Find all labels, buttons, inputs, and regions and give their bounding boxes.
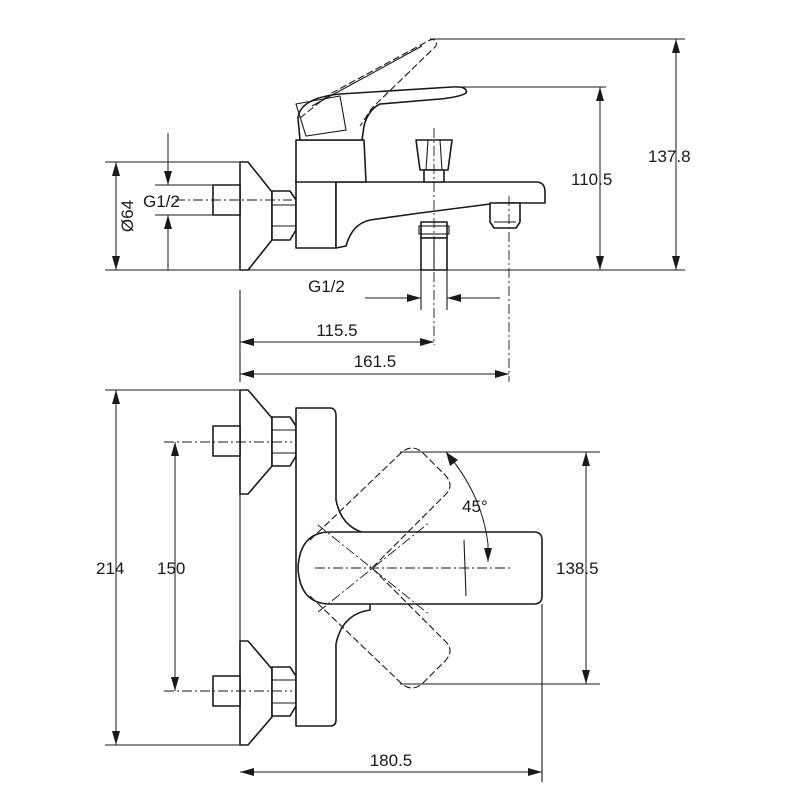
dim-spout-length-label: 161.5 xyxy=(354,352,397,371)
cartridge-cap xyxy=(295,139,367,183)
angle-label: 45° xyxy=(462,497,488,516)
hex-nut xyxy=(271,190,297,241)
wall-rosette xyxy=(239,161,273,271)
side-view: Ø64 G1/2 110.5 137.8 G1/2 115.5 xyxy=(105,38,691,382)
dim-depth-label: 180.5 xyxy=(370,751,413,770)
handle-rotated-ghost-down xyxy=(309,565,451,689)
lever-handle xyxy=(297,86,468,141)
thread-inlet-label: G1/2 xyxy=(143,192,180,211)
lever-raised-ghost xyxy=(299,39,437,127)
dim-outlet-distance-label: 115.5 xyxy=(316,321,357,340)
dim-body-height-label: 110.5 xyxy=(571,170,612,189)
top-view: 45° 214 150 138.5 180.5 xyxy=(96,389,600,782)
thread-outlet-label: G1/2 xyxy=(308,277,345,296)
upper-inlet xyxy=(212,425,241,457)
handle-rotated-ghost-up xyxy=(309,447,451,571)
upper-nut xyxy=(271,416,297,467)
dim-total-width-label: 214 xyxy=(96,559,124,578)
lower-rosette xyxy=(239,640,273,746)
dim-handle-width-label: 138.5 xyxy=(556,559,599,578)
valve-body xyxy=(295,179,337,249)
dim-total-height-label: 137.8 xyxy=(648,147,691,166)
dim-diameter-label: Ø64 xyxy=(118,200,137,232)
aerator xyxy=(489,202,521,229)
dim-centers-label: 150 xyxy=(157,559,185,578)
lower-nut xyxy=(271,666,297,717)
